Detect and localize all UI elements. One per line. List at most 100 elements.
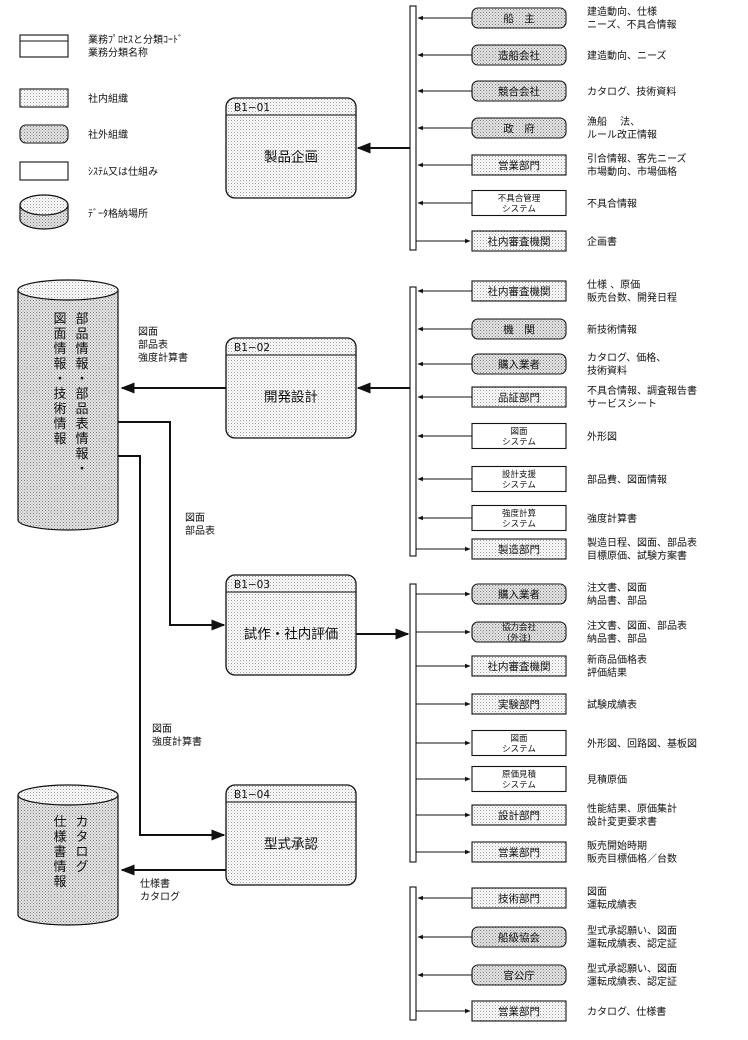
legend-process-label: 業務ﾌﾟﾛｾｽと分類ｺｰﾄﾞ業務分類名称 <box>88 33 183 59</box>
flow-label-3: 図面強度計算書 <box>152 723 202 748</box>
entity-box-label: 不具合管理システム <box>498 193 541 215</box>
svg-text:ロ: ロ <box>75 845 88 860</box>
entity-1-6: 不具合管理システム 不具合情報 <box>417 189 637 217</box>
svg-text:術: 術 <box>53 402 66 417</box>
entity-box: 政 府 <box>471 117 567 139</box>
svg-text:技: 技 <box>53 387 66 402</box>
svg-text:報: 報 <box>75 357 88 372</box>
entity-info: 強度計算書 <box>587 512 637 525</box>
entity-box: 船 主 <box>471 7 567 29</box>
entity-1-7: 社内審査機関 企画書 <box>416 230 617 252</box>
data-store-text-col1: カタログ <box>75 815 88 875</box>
entity-box: 技術部門 <box>471 887 567 909</box>
entity-info: 注文書、図面納品書、部品 <box>587 581 647 607</box>
entity-info: カタログ、技術資料 <box>587 85 676 98</box>
entity-info: カタログ、仕様書 <box>587 1005 666 1018</box>
svg-text:・: ・ <box>75 462 88 477</box>
svg-text:報: 報 <box>53 357 66 372</box>
entity-box-label: 購入業者 <box>498 358 540 371</box>
entity-3-5: 図面システム外形図、回路図、基板図 <box>416 729 697 757</box>
entity-box-label: 社内審査機関 <box>488 285 551 298</box>
svg-text:部: 部 <box>75 387 88 402</box>
flow-label-1: 図面部品表強度計算書 <box>138 326 188 364</box>
flow-store-to-b103 <box>118 421 226 631</box>
entity-box: 競合会社 <box>471 80 567 102</box>
entity-box-label: 購入業者 <box>498 588 540 601</box>
legend-external-label: 社外組織 <box>88 128 128 141</box>
entity-box: 購入業者 <box>471 583 567 605</box>
entity-info: 企画書 <box>587 235 617 248</box>
data-store-parts-drawings <box>17 279 119 531</box>
svg-text:情: 情 <box>53 342 66 357</box>
entity-box-label: 造船会社 <box>498 49 540 62</box>
entity-group-2: 社内審査機関仕様 、原価販売台数、開発日程機 関新技術情報購入業者カタログ、価格… <box>356 278 697 562</box>
entity-info: 外形図 <box>587 431 617 443</box>
svg-text:・: ・ <box>75 372 88 387</box>
svg-text:表: 表 <box>75 417 88 432</box>
entity-info: カタログ、価格、技術資料 <box>587 351 666 377</box>
svg-text:仕: 仕 <box>53 815 66 830</box>
entity-info: 不具合情報 <box>587 197 637 210</box>
entity-box-label: 原価見積システム <box>502 769 537 791</box>
entity-box-label: 図面システム <box>502 427 536 448</box>
entity-info: 製造日程、図面、部品表目標原価、試験方案書 <box>587 536 697 562</box>
entity-box-label: 実験部門 <box>498 698 540 711</box>
entity-box-label: 技術部門 <box>498 892 540 905</box>
entity-box: 営業部門 <box>471 841 567 863</box>
entity-2-3: 購入業者 カタログ、価格、技術資料 <box>417 351 666 377</box>
process-name: 製品企画 <box>264 148 318 165</box>
entity-box-label: 品証部門 <box>498 391 540 404</box>
svg-text:情: 情 <box>53 860 66 875</box>
entity-info: 引合情報、客先ニーズ市場動向、市場価格 <box>587 152 687 178</box>
entity-box-label: 営業部門 <box>498 846 540 859</box>
process-3: B1−03 試作・社内評価 <box>225 574 357 676</box>
entity-box-label: 競合会社 <box>498 85 540 98</box>
entity-3-1: 購入業者 注文書、図面納品書、部品 <box>416 581 647 607</box>
entity-group-3: 購入業者注文書、図面納品書、部品協力会社(外注)注文書、図面、部品表納品書、部品… <box>356 581 697 865</box>
svg-text:様: 様 <box>53 830 66 845</box>
entity-box: 社内審査機関 <box>471 655 567 677</box>
entity-info: 建造動向、ニーズ <box>587 49 667 62</box>
entity-box-label: 官公庁 <box>503 969 535 982</box>
legend-storage-symbol <box>19 194 69 230</box>
entity-box-label: 設計部門 <box>498 809 540 822</box>
entity-box: 営業部門 <box>471 154 567 176</box>
entity-4-1: 技術部門 図面運転成績表 <box>417 886 637 911</box>
entity-info: 新技術情報 <box>587 323 637 336</box>
entity-box-label: 社内審査機関 <box>488 660 551 673</box>
legend-internal-label: 社内組織 <box>88 92 128 105</box>
entity-box: 設計部門 <box>471 804 567 826</box>
flow-label-4: 仕様書カタログ <box>140 877 180 903</box>
entity-info: 図面運転成績表 <box>587 886 637 911</box>
entity-box-label: 図面システム <box>502 734 536 755</box>
bus-bar <box>409 886 417 1021</box>
process-code: B1−03 <box>234 579 270 591</box>
bus-bar <box>409 5 417 251</box>
data-store-text-col2: 図面情報・技術情報 <box>53 312 66 447</box>
entity-box-label: 政 府 <box>503 122 535 135</box>
entity-box: 製造部門 <box>471 538 567 560</box>
svg-text:カ: カ <box>75 815 88 830</box>
svg-text:報: 報 <box>53 432 66 447</box>
svg-text:部: 部 <box>75 312 88 327</box>
entity-info: 性能結果、原価集計設計変更要求書 <box>587 802 677 828</box>
entity-box: 不具合管理システム <box>471 189 567 217</box>
svg-text:報: 報 <box>75 447 88 462</box>
flow-store-to-b104 <box>118 455 226 841</box>
entity-box-label: 機 関 <box>503 323 535 336</box>
process-name: 型式承認 <box>264 836 318 852</box>
svg-text:・: ・ <box>53 372 66 387</box>
entity-info: 試験成績表 <box>587 698 637 711</box>
process-name: 試作・社内評価 <box>244 626 339 642</box>
entity-box: 強度計算システム <box>471 504 567 532</box>
entity-box-label: 船 主 <box>503 12 535 25</box>
entity-box-label: 社内審査機関 <box>488 235 551 248</box>
legend-system-symbol <box>19 161 69 181</box>
